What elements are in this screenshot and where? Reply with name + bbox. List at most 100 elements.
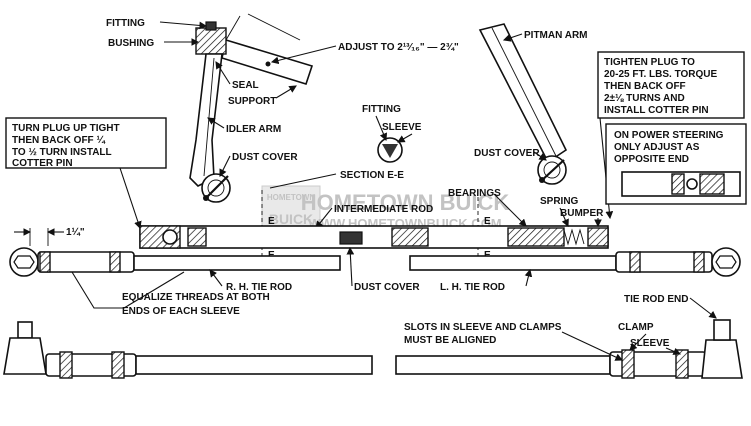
callout-equalize-line-2: ENDS OF EACH SLEEVE <box>122 306 240 317</box>
pitman-arm-assembly: PITMAN ARM DUST COVER <box>474 23 588 185</box>
label-spring: SPRING <box>540 196 579 207</box>
label-bushing: BUSHING <box>108 38 154 49</box>
leader-dust-cover-right <box>533 151 547 161</box>
label-sleeve-right: SLEEVE <box>630 338 670 349</box>
bottom-bar-left <box>135 355 373 375</box>
support-bar-edge <box>225 15 241 41</box>
label-sleeve-center: SLEEVE <box>382 122 422 133</box>
lh-tie-rod-ball-nut <box>715 255 737 269</box>
leader-pitman-arm <box>502 33 523 42</box>
rh-tie-rod-clamp-2 <box>109 251 121 273</box>
label-support: SUPPORT <box>228 96 276 107</box>
idler-cotter <box>203 195 209 201</box>
rod-right-bearings <box>507 227 565 247</box>
label-dust-cover-right: DUST COVER <box>474 148 540 159</box>
leader-bearings <box>493 193 527 227</box>
power-steering-inset-plug <box>671 173 685 195</box>
callout-tighten-line-2: 20-25 FT. LBS. TORQUE <box>604 69 718 80</box>
callout-slots-line-2: MUST BE ALIGNED <box>404 335 496 346</box>
callout-turn-plug-line-4: COTTER PIN <box>12 158 73 169</box>
fitting-sleeve-core <box>382 144 398 158</box>
lh-tie-rod-bar <box>409 255 617 271</box>
bottom-bar-right <box>395 355 611 375</box>
leader-equalize-right <box>123 271 185 309</box>
label-section: SECTION E-E <box>340 170 404 181</box>
label-adjust: ADJUST TO 2¹³⁄₁₆" — 2¾" <box>338 42 459 53</box>
section-e-left-top: E <box>268 216 275 227</box>
label-dust-cover-left: DUST COVER <box>232 152 298 163</box>
watermark-logo-mid: BUICK <box>269 211 313 227</box>
callout-tighten-line-5: INSTALL COTTER PIN <box>604 105 709 116</box>
fitting-sleeve-detail: FITTING SLEEVE <box>362 104 422 163</box>
watermark-logo-top: HOMETOWN <box>267 193 316 202</box>
leader-lh-tie-rod <box>524 268 533 287</box>
bottom-left-clamp <box>59 351 73 379</box>
callout-turn-plug-line-2: THEN BACK OFF ¼ <box>12 135 105 146</box>
label-fitting-top: FITTING <box>106 18 145 29</box>
rh-tie-rod-bar <box>133 255 341 271</box>
rod-right-coupler <box>391 227 429 247</box>
callout-tighten-line-4: 2±⅛ TURNS AND <box>604 93 685 104</box>
callout-equalize-line-1: EQUALIZE THREADS AT BOTH <box>122 292 270 303</box>
idler-arm-body <box>189 53 223 187</box>
label-dust-cover-bottom: DUST COVER <box>354 282 420 293</box>
label-clamp: CLAMP <box>618 322 654 333</box>
bottom-right-clamp-2 <box>675 349 689 379</box>
rod-center-dust-cover <box>339 231 363 245</box>
dust-cover-idler-inner <box>207 179 225 197</box>
support-bar-top-edge <box>247 13 301 41</box>
callout-power-line-2: ONLY ADJUST AS <box>614 142 700 153</box>
leader-dust-cover-bottom <box>346 246 355 287</box>
label-idler-arm: IDLER ARM <box>226 124 281 135</box>
leader-tie-rod-end <box>689 297 717 319</box>
callout-turn-plug: TURN PLUG UP TIGHT THEN BACK OFF ¼ TO ½ … <box>5 117 167 230</box>
bottom-left-stud-top <box>17 321 33 339</box>
callout-power-line-1: ON POWER STEERING <box>614 130 724 141</box>
leader-rh-tie-rod <box>209 269 223 287</box>
idler-labels: FITTING BUSHING ADJUST TO 2¹³⁄₁₆" — 2¾" … <box>106 18 459 177</box>
pitman-cotter <box>539 177 545 183</box>
label-fitting-center: FITTING <box>362 104 401 115</box>
rh-tie-rod-ball-nut <box>13 255 35 269</box>
bottom-right-clamp <box>621 349 635 379</box>
rod-end-left-ball <box>162 229 178 245</box>
watermark: HOMETOWN BUICK HOMETOWN BUICK WWW.HOMETO… <box>261 185 510 235</box>
label-bumper: BUMPER <box>560 208 604 219</box>
callout-tighten-plug: TIGHTEN PLUG TO 20-25 FT. LBS. TORQUE TH… <box>597 51 745 220</box>
bottom-left-clamp-2 <box>111 351 125 379</box>
pitman-arm-body <box>478 23 568 164</box>
pitman-arm-centerline <box>491 27 557 157</box>
label-tie-rod-end: TIE ROD END <box>624 294 688 305</box>
callout-tighten-line-1: TIGHTEN PLUG TO <box>604 57 695 68</box>
intermediate-rod-section: SECTION E-E INTERMEDIATE ROD E E E E BEA… <box>139 170 609 262</box>
label-intermediate-rod: INTERMEDIATE ROD <box>334 204 433 215</box>
leader-seal <box>215 61 231 85</box>
callout-turn-plug-line-1: TURN PLUG UP TIGHT <box>12 123 120 134</box>
bottom-right-stud-top <box>713 319 731 341</box>
section-e-right-top: E <box>484 216 491 227</box>
idler-arm-centerline <box>203 57 215 177</box>
callout-tighten-plug-box <box>597 51 745 119</box>
label-seal: SEAL <box>232 80 259 91</box>
lh-tie-rod-clamp <box>629 251 641 273</box>
leader-sleeve-center <box>397 133 413 143</box>
bottom-right-tie-rod-end <box>701 339 743 379</box>
bottom-left-tie-rod-end <box>3 337 47 375</box>
leader-equalize-left <box>71 271 124 309</box>
watermark-brand: HOMETOWN BUICK <box>301 190 510 215</box>
callout-equalize: EQUALIZE THREADS AT BOTH ENDS OF EACH SL… <box>71 271 270 317</box>
rod-right-spring <box>563 228 585 246</box>
lh-tie-rod-clamp-2 <box>693 251 705 273</box>
fitting-grease <box>205 21 217 31</box>
label-bearings: BEARINGS <box>448 188 501 199</box>
callout-slots-line-1: SLOTS IN SLEEVE AND CLAMPS <box>404 322 562 333</box>
leader-fitting-top <box>159 21 208 30</box>
callout-turn-plug-box <box>5 117 167 169</box>
leader-spring <box>559 207 569 228</box>
callout-tighten-line-3: THEN BACK OFF <box>604 81 686 92</box>
rod-right-bumper <box>587 227 609 247</box>
power-steering-inset-ball <box>686 178 698 190</box>
callout-turn-plug-line-3: TO ½ TURN INSTALL <box>12 147 112 158</box>
support-bolt <box>265 61 271 67</box>
